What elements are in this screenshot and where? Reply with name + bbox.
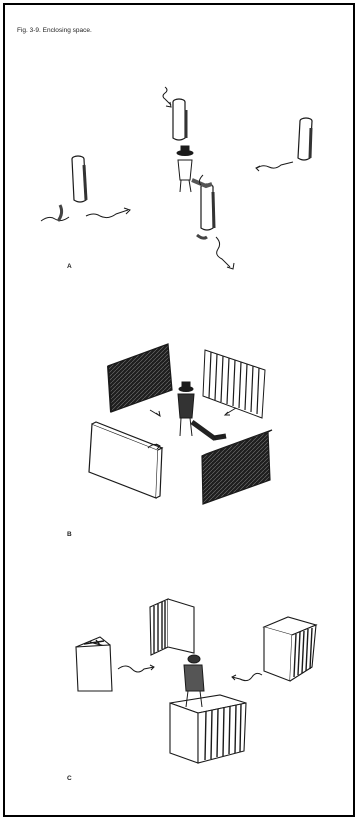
wall-right-corner	[264, 617, 316, 681]
panel-b-label: B	[67, 531, 72, 538]
figure-caption: Fig. 3-9. Enclosing space.	[17, 27, 92, 34]
column-top	[173, 99, 186, 140]
column-left	[72, 156, 86, 202]
panel-c-illustration	[0, 585, 358, 785]
wall-front-corner	[170, 695, 246, 763]
panel-a-label: A	[67, 263, 72, 270]
panel-a-illustration	[0, 80, 358, 280]
panel-c-label: C	[67, 775, 72, 782]
wall-front-left	[89, 422, 162, 498]
wall-back-corner	[150, 599, 194, 655]
wall-left-corner	[76, 637, 112, 691]
column-bottom	[201, 184, 214, 230]
wall-front-right	[202, 430, 272, 504]
wall-back-left	[108, 344, 172, 412]
column-right	[298, 118, 312, 160]
person-figure	[177, 146, 212, 192]
panel-b-illustration	[0, 330, 358, 530]
wall-back-right	[203, 350, 265, 418]
